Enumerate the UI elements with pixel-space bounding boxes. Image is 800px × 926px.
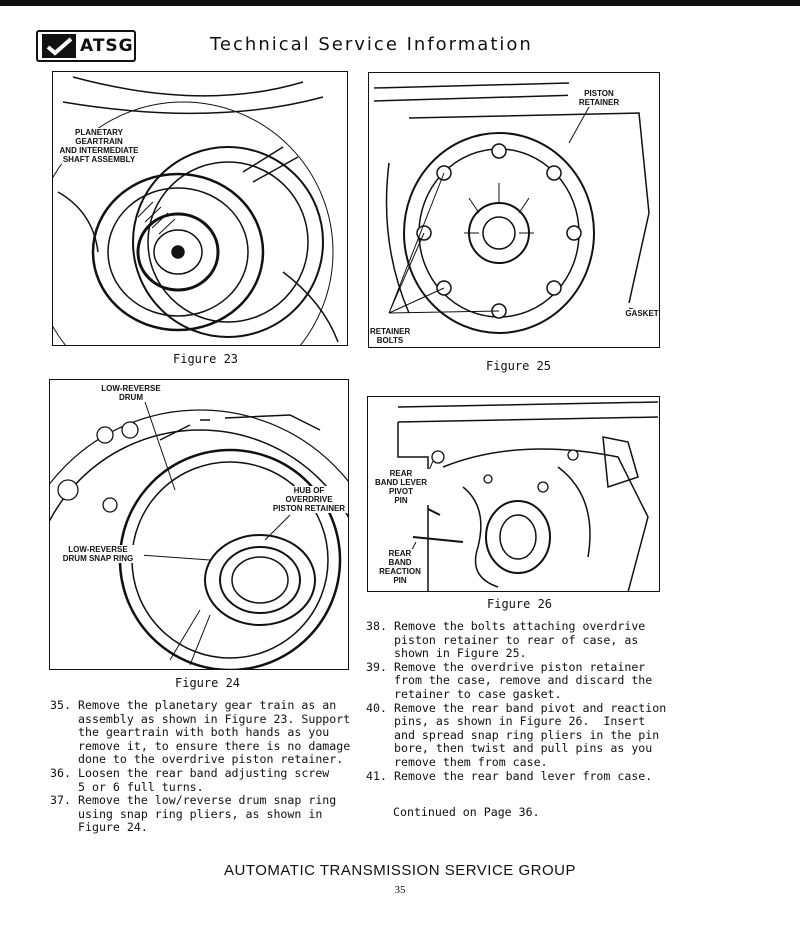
list-item: 40. Remove the rear band pivot and reacti…: [366, 700, 676, 770]
list-item: 35. Remove the planetary gear train as an…: [50, 698, 360, 767]
planetary-geartrain-drawing: [53, 76, 339, 345]
low-reverse-drum-drawing: [50, 401, 348, 669]
figure-24-illustration: LOW-REVERSE DRUM HUB OF OVERDRIVE PISTON…: [49, 379, 349, 670]
page-title: Technical Service Information: [210, 34, 533, 55]
callout-planetary-geartrain: PLANETARY GEARTRAIN AND INTERMEDIATE SHA…: [55, 128, 143, 164]
step-text: Remove the rear band pivot and reaction …: [394, 700, 667, 769]
step-number: 41.: [366, 768, 387, 783]
step-text: Remove the bolts attaching overdrive pis…: [394, 619, 646, 661]
figure-25-caption: Figure 25: [486, 359, 552, 373]
callout-piston-retainer: PISTON RETAINER: [568, 89, 630, 107]
list-item: 39. Remove the overdrive piston retainer …: [366, 659, 676, 702]
callout-low-reverse-drum: LOW-REVERSE DRUM: [95, 384, 167, 402]
top-border-line: [0, 0, 800, 6]
footer-organization: AUTOMATIC TRANSMISSION SERVICE GROUP: [224, 862, 576, 879]
steps-right-column: 38. Remove the bolts attaching overdrive …: [366, 619, 676, 784]
step-text: Remove the low/reverse drum snap ring us…: [78, 793, 337, 835]
step-number: 38.: [366, 619, 387, 633]
step-text: Remove the rear band lever from case.: [394, 768, 653, 783]
step-number: 40.: [366, 700, 387, 715]
step-text: Remove the planetary gear train as an as…: [78, 698, 351, 767]
step-number: 39.: [366, 659, 387, 674]
page-number: 35: [394, 884, 406, 896]
step-number: 35.: [50, 698, 71, 712]
list-item: 37. Remove the low/reverse drum snap ring…: [50, 793, 360, 835]
figure-23-caption: Figure 23: [173, 352, 239, 366]
callout-drum-snap-ring: LOW-REVERSE DRUM SNAP RING: [52, 545, 144, 563]
callout-overdrive-hub: HUB OF OVERDRIVE PISTON RETAINER: [267, 486, 348, 513]
step-text: Remove the overdrive piston retainer fro…: [394, 659, 653, 701]
callout-rear-band-lever-pivot-pin: REAR BAND LEVER PIVOT PIN: [372, 469, 430, 505]
step-number: 36.: [50, 765, 71, 780]
callout-rear-band-reaction-pin: REAR BAND REACTION PIN: [376, 549, 424, 585]
logo-text: ATSG: [80, 36, 134, 56]
rear-band-pins-drawing: [397, 401, 659, 591]
figure-23-illustration: PLANETARY GEARTRAIN AND INTERMEDIATE SHA…: [52, 71, 348, 346]
piston-retainer-drawing: [373, 82, 650, 334]
list-item: 41. Remove the rear band lever from case.: [366, 768, 676, 784]
figure-26-illustration: REAR BAND LEVER PIVOT PIN REAR BAND REAC…: [367, 396, 660, 592]
steps-left-column: 35. Remove the planetary gear train as an…: [50, 698, 360, 835]
step-text: Loosen the rear band adjusting screw 5 o…: [78, 765, 330, 794]
checkmark-icon: [42, 34, 76, 58]
figure-24-caption: Figure 24: [175, 676, 241, 690]
callout-gasket: GASKET: [623, 309, 659, 318]
step-number: 37.: [50, 793, 71, 808]
list-item: 36. Loosen the rear band adjusting screw …: [50, 765, 360, 794]
list-item: 38. Remove the bolts attaching overdrive …: [366, 619, 676, 661]
figure-25-illustration: PISTON RETAINER GASKET RETAINER BOLTS: [368, 72, 660, 348]
callout-retainer-bolts: RETAINER BOLTS: [369, 327, 411, 345]
figure-26-caption: Figure 26: [487, 597, 553, 611]
continued-note: Continued on Page 36.: [393, 805, 540, 819]
atsg-logo: ATSG: [36, 30, 136, 62]
